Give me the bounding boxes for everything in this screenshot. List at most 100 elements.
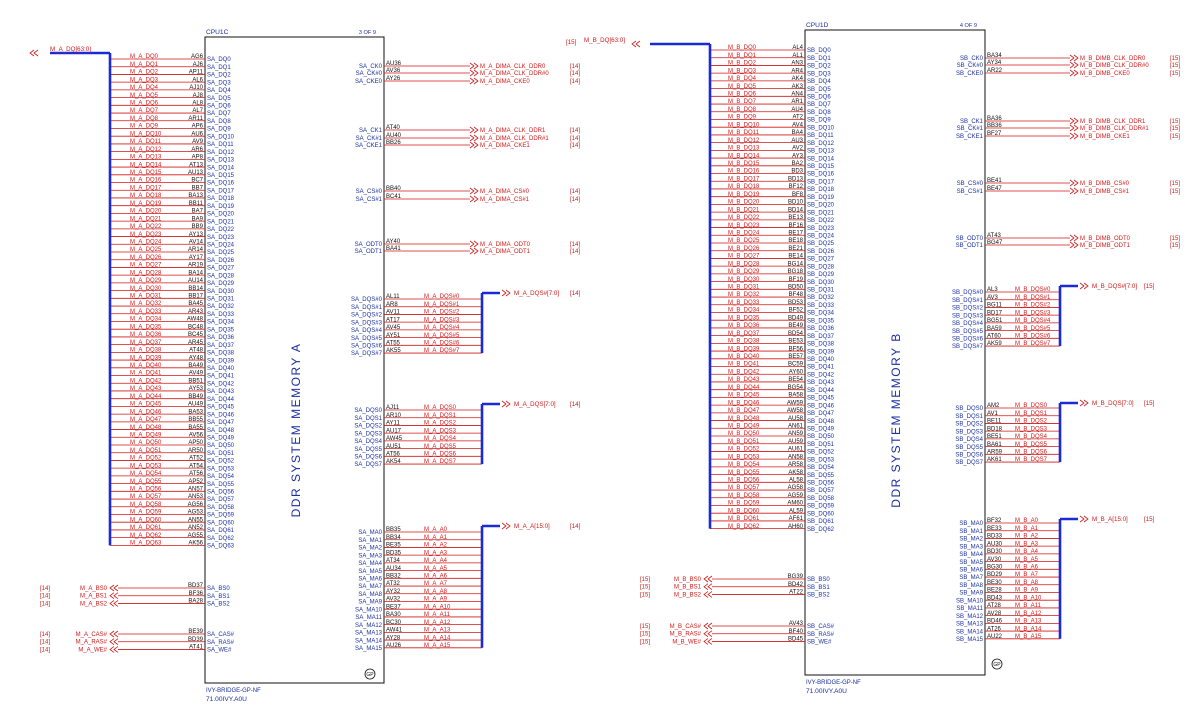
dq-ball: AK58 (788, 470, 803, 476)
ctl-arrow (109, 646, 119, 653)
ctl-ball: AT41 (189, 645, 204, 651)
ma-ball: AY32 (386, 589, 401, 595)
dq-net-label: M_A_DQ41 (130, 371, 162, 377)
dq-bus-label: M_A_DQ[63:0] (50, 46, 91, 53)
dq-ball: AT54 (189, 463, 204, 469)
dqs-pin: SB_DQS3 (955, 429, 983, 435)
dq-net-label: M_B_DQ35 (728, 315, 760, 321)
ctrl-net: M_B_DIMB_CLK_DDR0 (1080, 56, 1146, 62)
dq-net-label: M_A_DQ7 (130, 108, 159, 114)
dqsn-net: M_B_DQS#3 (1015, 310, 1051, 316)
dq-ball: BA4 (792, 130, 804, 136)
dq-net-label: M_B_DQ45 (728, 393, 760, 399)
dq-net-label: M_B_DQ41 (728, 362, 760, 368)
ctrl-arrow (469, 126, 479, 134)
bs-ref: [14] (40, 586, 50, 592)
dq-ball: AL4 (792, 45, 803, 51)
ma-pin: SA_MA6 (358, 577, 382, 583)
bs-ref: [15] (640, 592, 650, 598)
dq-net-label: M_B_DQ39 (728, 346, 760, 352)
bs-ball: BA28 (188, 599, 203, 605)
dqsn-pin: SB_DQS#3 (952, 313, 984, 319)
dq-ball: BC48 (188, 324, 204, 330)
dq-pin: SB_DQ56 (807, 481, 835, 487)
dq-net-label: M_A_DQ45 (130, 402, 162, 408)
dqs-bus-label: M_B_DQS[7:0] (1092, 400, 1134, 407)
dq-pin: SB_DQ6 (807, 95, 831, 101)
dq-pin: SA_DQ27 (207, 266, 235, 272)
ctrl-arrow (1069, 117, 1079, 125)
bs-arrow (109, 592, 119, 600)
dq-pin: SA_DQ19 (207, 204, 235, 210)
ctrl-arrow (1069, 54, 1079, 62)
ma-ball: BA30 (386, 612, 401, 618)
dq-ball: AU14 (188, 278, 204, 284)
bs-ball: AT22 (789, 590, 804, 596)
ctl-arrow (703, 638, 713, 645)
dq-ball: AW48 (187, 317, 204, 323)
dq-net-label: M_A_DQ3 (130, 77, 159, 83)
ctrl-ball: AV36 (386, 68, 401, 74)
dq-pin: SA_DQ12 (207, 150, 235, 156)
dq-net-label: M_B_DQ52 (728, 447, 760, 453)
dq-pin: SA_DQ17 (207, 188, 235, 194)
dq-ball: AG59 (788, 493, 804, 499)
dq-net-label: M_B_DQ14 (728, 153, 760, 159)
dq-net-label: M_A_DQ50 (130, 440, 162, 446)
dq-pin: SB_DQ60 (807, 511, 835, 517)
dq-ball: AK3 (792, 84, 804, 90)
dqsn-pin: SB_DQS#7 (952, 344, 984, 350)
dqs-bus-label: M_A_DQS[7:0] (514, 401, 556, 408)
dq-ball: BA58 (788, 393, 803, 399)
dq-ball: AR11 (188, 116, 203, 122)
ctrl-ball: BA41 (386, 246, 401, 252)
ctrl-net: M_A_DIMA_CS#0 (480, 189, 530, 195)
dqsn-ball: AT60 (987, 334, 1002, 340)
ctrl-arrow (1069, 187, 1079, 195)
bs-ball: BG39 (788, 574, 804, 580)
dq-ball: AG56 (188, 502, 204, 508)
dq-ball: AR58 (788, 462, 804, 468)
dqs-ball: AK61 (987, 457, 1002, 463)
dq-ball: AW59 (787, 400, 804, 406)
dq-ball: AL8 (192, 101, 203, 107)
bs-net: M_B_BS2 (674, 592, 702, 598)
ma-bus-arrow (501, 522, 511, 530)
dq-ball: BA49 (188, 363, 203, 369)
dq-pin: SB_DQ50 (807, 434, 835, 440)
symbol-outline (804, 29, 986, 676)
dqsn-pin: SA_DQS#5 (351, 336, 383, 342)
dq-net-label: M_B_DQ46 (728, 400, 760, 406)
dq-net-label: M_A_DQ37 (130, 340, 162, 346)
ma-net: M_A_A2 (424, 543, 448, 549)
bs-net: M_A_BS0 (80, 586, 108, 592)
dq-net-label: M_A_DQ27 (130, 263, 162, 269)
ma-net: M_A_A10 (424, 604, 451, 610)
dq-ball: AP11 (189, 70, 204, 76)
ctl-arrow (109, 638, 119, 646)
dq-net-label: M_B_DQ10 (728, 122, 760, 128)
dq-ball: AY60 (789, 369, 804, 375)
dq-net-label: M_A_DQ28 (130, 270, 162, 276)
dq-pin: SB_DQ11 (807, 133, 834, 139)
dq-ball: AT48 (189, 348, 204, 354)
dq-pin: SB_DQ32 (807, 295, 835, 301)
ctrl-ball: AY40 (386, 239, 401, 245)
dq-net-label: M_A_DQ46 (130, 409, 162, 415)
dq-ball: AY48 (189, 355, 204, 361)
dq-pin: SB_DQ58 (807, 496, 835, 502)
ctrl-ball: BF27 (987, 131, 1002, 137)
dq-net-label: M_A_DQ33 (130, 309, 162, 315)
dqs-net: M_A_DQS0 (424, 405, 457, 411)
ctrl-net: M_A_DIMA_ODT1 (480, 249, 531, 255)
dq-pin: SA_DQ21 (207, 219, 235, 225)
ctrl-ref: [14] (570, 136, 580, 142)
dqs-pin: SA_DQS4 (354, 439, 382, 445)
dq-net-label: M_A_DQ18 (130, 193, 162, 199)
dq-ball: AP52 (188, 479, 203, 485)
dqsn-bus-arrow (501, 289, 511, 297)
dqs-pin: SA_DQS0 (354, 408, 382, 414)
dqsn-bus-label: M_A_DQS#[7:0] (514, 290, 559, 297)
ma-pin: SA_MA12 (355, 623, 383, 629)
